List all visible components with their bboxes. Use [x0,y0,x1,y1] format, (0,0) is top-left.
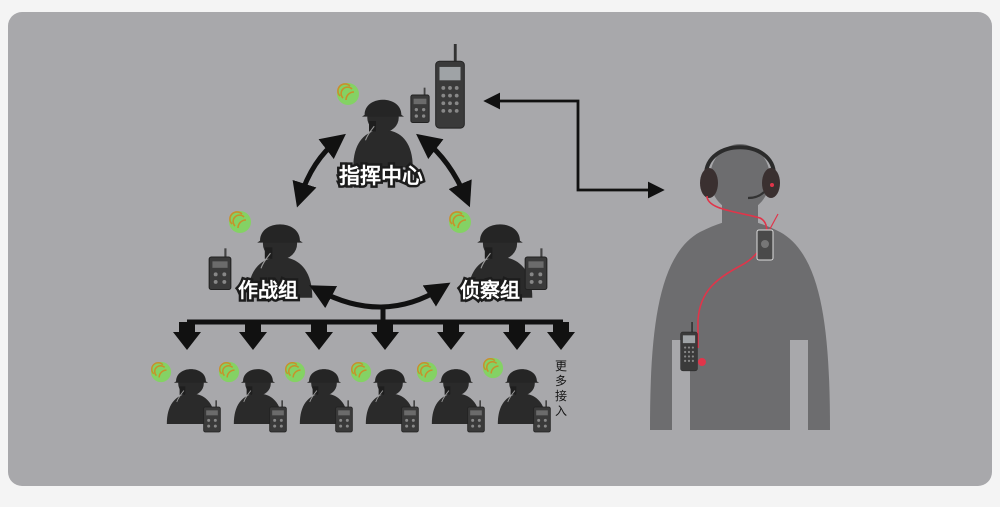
headset-icon [704,145,776,176]
arrow-command-combat [292,133,346,208]
arrow-command-recon [416,133,472,208]
signal-waves-icon [350,361,372,383]
distribution-arrow [547,322,575,350]
distribution-arrow [503,322,531,350]
distribution-arrow [437,322,465,350]
signal-waves-icon [448,210,472,234]
signal-waves-icon [336,82,360,106]
label-combat-group: 作战组 [238,278,298,302]
arrow-network-link [483,92,665,199]
label-more-access: 更 多 接 入 [555,359,567,418]
signal-waves-icon [416,361,438,383]
label-command-center: 指挥中心 [339,164,423,188]
more-access-char: 更 [555,359,567,373]
signal-waves-icon [482,357,504,379]
signal-waves-icon [150,361,172,383]
distribution-arrow [371,322,399,350]
signal-waves-icon [284,361,306,383]
distribution-arrow [305,322,333,350]
distribution-bus [173,306,575,350]
headset-user [650,144,830,430]
more-access-char: 接 [555,388,567,403]
distribution-arrow [173,322,201,350]
more-access-char: 多 [555,374,567,388]
signal-waves-icon [228,210,252,234]
more-access-char: 入 [555,404,567,418]
signal-waves-icon [218,361,240,383]
label-recon-group: 侦察组 [460,278,520,302]
person-silhouette [650,220,830,430]
distribution-arrow [239,322,267,350]
